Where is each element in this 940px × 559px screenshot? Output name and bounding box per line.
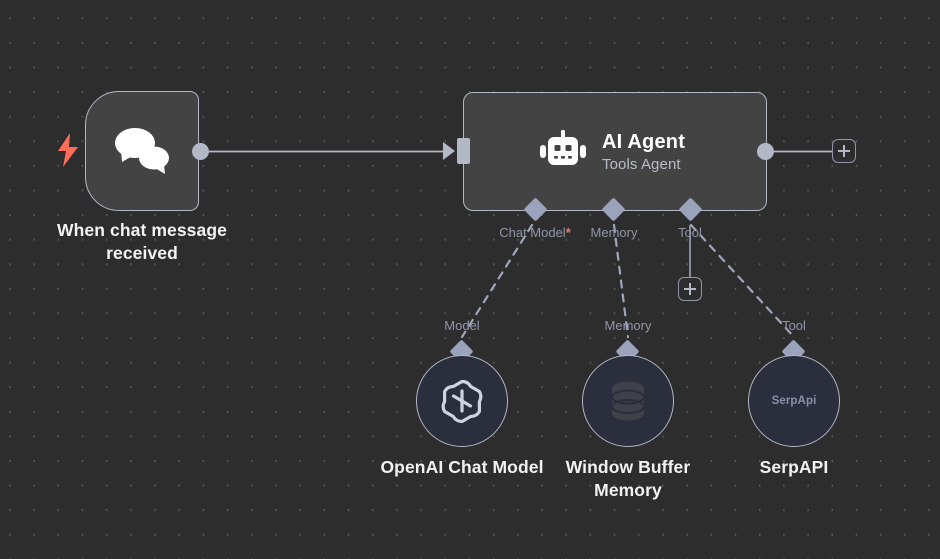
- subnode-caption-memory: Window Buffer Memory: [565, 457, 691, 501]
- subnode-port-label-model: Model: [444, 318, 480, 333]
- lightning-bolt-icon: [58, 133, 78, 167]
- node-ai-agent[interactable]: AI Agent Tools Agent: [463, 92, 767, 211]
- agent-port-label-tool: Tool: [678, 225, 702, 240]
- trigger-node-caption: When chat message received: [57, 220, 227, 264]
- agent-port-label-chat-model: Chat Model*: [478, 225, 592, 240]
- plus-icon-bar-v: [689, 283, 691, 295]
- required-marker-chat-model: *: [565, 225, 571, 240]
- node-when-chat-message-received[interactable]: [85, 91, 199, 211]
- node-openai-chat-model[interactable]: [416, 355, 508, 447]
- database-icon: [611, 381, 645, 421]
- subnode-port-label-memory: Memory: [604, 318, 652, 333]
- subnode-caption-openai: OpenAI Chat Model: [380, 457, 544, 477]
- agent-title: AI Agent: [602, 130, 686, 153]
- chat-bubbles-icon: [115, 128, 169, 174]
- agent-port-label-memory: Memory: [590, 225, 638, 240]
- agent-input-port[interactable]: [457, 138, 470, 164]
- node-window-buffer-memory[interactable]: [582, 355, 674, 447]
- agent-text-block: AI Agent Tools Agent: [602, 131, 685, 173]
- openai-logo-icon: [441, 379, 483, 424]
- add-next-node-button[interactable]: [832, 139, 856, 163]
- node-serpapi[interactable]: SerpApi: [748, 355, 840, 447]
- add-tool-button[interactable]: [678, 277, 702, 301]
- subnode-port-label-tool: Tool: [782, 318, 806, 333]
- subnode-caption-serpapi: SerpAPI: [759, 457, 829, 477]
- robot-icon: [540, 130, 586, 165]
- agent-subtitle: Tools Agent: [602, 155, 681, 173]
- agent-output-port[interactable]: [757, 143, 774, 160]
- plus-icon-bar-v: [843, 145, 845, 157]
- agent-port-label-chat-model-text: Chat Model: [499, 225, 566, 240]
- serpapi-text-icon: SerpApi: [771, 395, 817, 407]
- input-arrow-icon: [443, 142, 455, 160]
- trigger-output-port[interactable]: [192, 143, 209, 160]
